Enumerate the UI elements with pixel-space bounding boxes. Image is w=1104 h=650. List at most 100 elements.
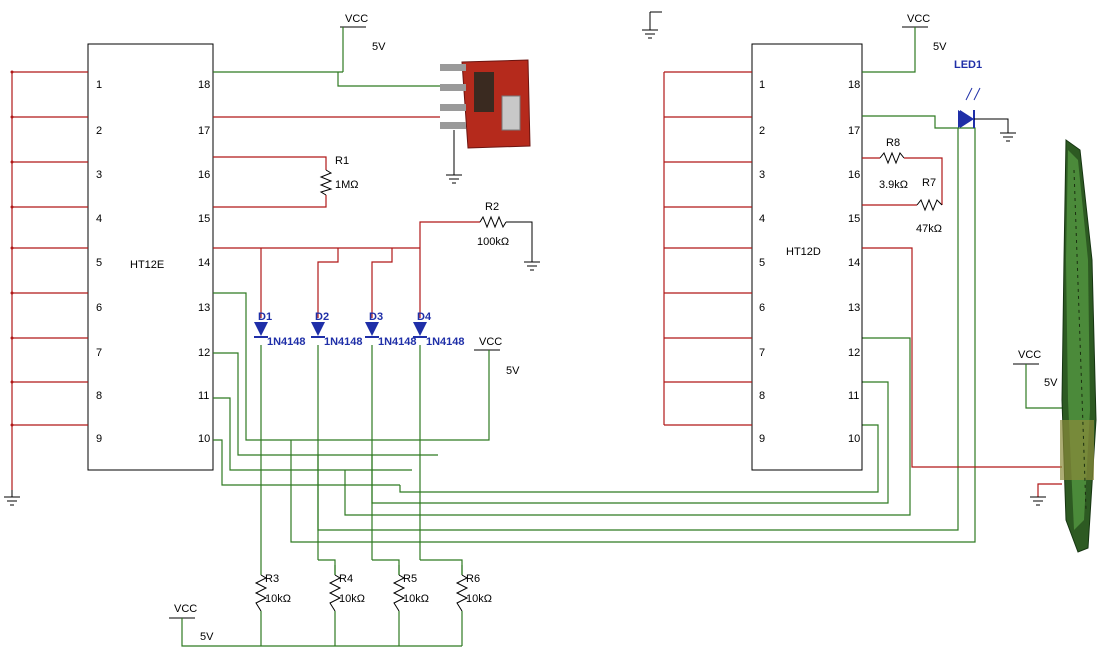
r2-resistor-symbol: [479, 215, 507, 229]
decoder-ic-body: [751, 43, 863, 471]
junction-dot: [10, 70, 14, 74]
vcc-label: VCC: [345, 13, 368, 25]
resistor-symbol: [392, 574, 406, 612]
rf-receiver-module: [1060, 139, 1097, 553]
vcc-voltage: 5V: [200, 631, 214, 643]
diode-part-number: 1N4148: [267, 336, 306, 348]
encoder-pin-number: 13: [198, 302, 210, 314]
junction-dot: [10, 115, 14, 119]
decoder-pin-number: 1: [759, 79, 765, 91]
junction-dot: [10, 291, 14, 295]
diode-name: D4: [417, 311, 432, 323]
vcc-voltage: 5V: [372, 41, 386, 53]
decoder-pin-number: 6: [759, 302, 765, 314]
encoder-pin-number: 8: [96, 390, 102, 402]
r2-name: R2: [485, 201, 499, 213]
vcc-voltage: 5V: [933, 41, 947, 53]
encoder-pin-number: 1: [96, 79, 102, 91]
receiver-vcc-supply: VCC 5V: [1013, 349, 1062, 409]
led-name: LED1: [954, 59, 982, 71]
decoder-pin-number: 14: [848, 257, 860, 269]
r2-value: 100kΩ: [477, 236, 509, 248]
diode-symbol: [254, 322, 268, 336]
encoder-pin-number: 14: [198, 257, 210, 269]
decoder-pin-number: 5: [759, 257, 765, 269]
diode-part-number: 1N4148: [378, 336, 417, 348]
encoder-pin-number: 10: [198, 433, 210, 445]
pulldown-resistors: [254, 565, 469, 646]
vcc-label: VCC: [174, 603, 197, 615]
r4-value: 10kΩ: [339, 593, 365, 605]
decoder-pin-number: 15: [848, 213, 860, 225]
decoder-pin-number: 13: [848, 302, 860, 314]
encoder-vcc-supply: VCC 5V: [340, 13, 386, 72]
junction-dot: [10, 423, 14, 427]
receiver-ground: [1030, 483, 1062, 506]
encoder-pin-number: 12: [198, 347, 210, 359]
diode-vcc-supply: VCC 5V: [462, 336, 520, 441]
led-indicator: [958, 87, 1016, 142]
r5-name: R5: [403, 573, 417, 585]
encoder-pin-number: 9: [96, 433, 102, 445]
r7-value: 47kΩ: [916, 223, 942, 235]
r1-name: R1: [335, 155, 349, 167]
encoder-pin-number: 11: [198, 390, 209, 402]
encoder-pin-number: 18: [198, 79, 210, 91]
encoder-pin-number: 3: [96, 169, 102, 181]
encoder-pin-number: 6: [96, 302, 102, 314]
vcc-label: VCC: [1018, 349, 1041, 361]
decoder-ic-name: HT12D: [786, 246, 821, 258]
junction-dot: [10, 205, 14, 209]
encoder-pin-number: 7: [96, 347, 102, 359]
diode-symbol: [365, 322, 379, 336]
resistor-symbol: [254, 574, 268, 612]
encoder-pin-number: 15: [198, 213, 210, 225]
diode-symbol: [413, 322, 427, 336]
r6-name: R6: [466, 573, 480, 585]
junction-dot: [10, 380, 14, 384]
r4-name: R4: [339, 573, 353, 585]
r8-value: 3.9kΩ: [879, 179, 908, 191]
resistor-symbol: [455, 574, 469, 612]
decoder-pin-number: 7: [759, 347, 765, 359]
encoder-pin-number: 4: [96, 213, 102, 225]
diode-name: D2: [315, 311, 329, 323]
encoder-ic-body: [87, 43, 214, 471]
r1-value: 1MΩ: [335, 179, 359, 191]
junction-dot: [10, 336, 14, 340]
r8-resistor-symbol: [879, 151, 905, 165]
r7-name: R7: [922, 177, 936, 189]
diode-part-number: 1N4148: [324, 336, 363, 348]
r8-name: R8: [886, 137, 900, 149]
r7-resistor-symbol: [916, 198, 943, 212]
diode-part-number: 1N4148: [426, 336, 465, 348]
r6-value: 10kΩ: [466, 593, 492, 605]
decoder-pin-number: 16: [848, 169, 860, 181]
decoder-pin-number: 11: [848, 390, 859, 402]
encoder-pin-number: 16: [198, 169, 210, 181]
r3-name: R3: [265, 573, 279, 585]
decoder-pin-number: 17: [848, 125, 860, 137]
encoder-right-pins: 18 17 16 15 14 13 12 11 10: [198, 79, 210, 445]
decoder-pin-number: 2: [759, 125, 765, 137]
decoder-pin-number: 4: [759, 213, 765, 225]
encoder-pin-number: 2: [96, 125, 102, 137]
resistor-symbol: [328, 574, 342, 612]
r5-value: 10kΩ: [403, 593, 429, 605]
decoder-pin-number: 10: [848, 433, 860, 445]
vcc-voltage: 5V: [506, 365, 520, 377]
diode-symbol: [311, 322, 325, 336]
encoder-pin-number: 17: [198, 125, 210, 137]
junction-dot: [10, 246, 14, 250]
r1-resistor-symbol: [319, 169, 333, 196]
encoder-ic-name: HT12E: [130, 259, 164, 271]
decoder-left-leads: [642, 11, 665, 425]
decoder-pin-number: 18: [848, 79, 860, 91]
decoder-pin-number: 9: [759, 433, 765, 445]
vcc-voltage: 5V: [1044, 377, 1058, 389]
